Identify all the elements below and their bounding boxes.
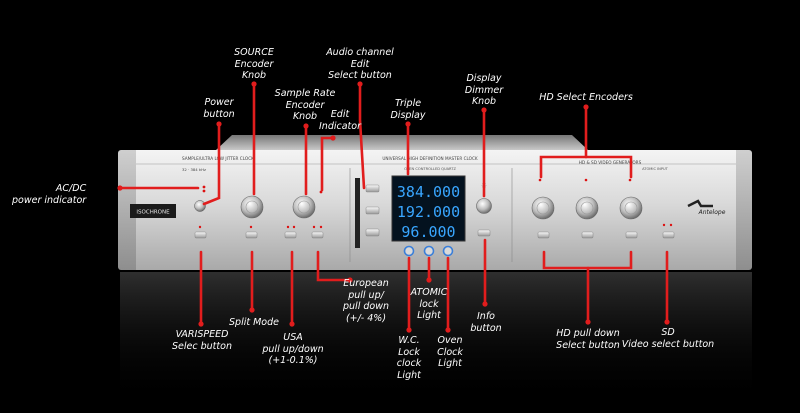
label-european-pull: European pull up/ pull down (+/- 4%) xyxy=(343,278,389,324)
triple-display xyxy=(391,175,466,242)
ac-indicator-led xyxy=(202,185,206,189)
display-row-3: 96.000 xyxy=(401,223,455,241)
usa-pull-button[interactable] xyxy=(284,231,297,239)
display-row-2: 192.000 xyxy=(397,203,460,221)
audio-channel-edit-button-2[interactable] xyxy=(365,206,380,215)
label-split-mode: Split Mode xyxy=(229,317,279,328)
chassis-top xyxy=(216,135,588,150)
edit-indicator-led xyxy=(319,190,323,194)
label-edit-indicator: Edit Indicator xyxy=(319,109,361,132)
sd-video-select-button[interactable] xyxy=(662,231,675,239)
varispeed-button[interactable] xyxy=(194,231,207,239)
rack-ear-left xyxy=(118,150,140,270)
audio-channel-edit-button-3[interactable] xyxy=(365,228,380,237)
center-subtitle: OVEN CONTROLLED QUARTZ xyxy=(404,167,456,171)
label-atomic-lock-light: ATOMIC lock Light xyxy=(410,287,448,321)
label-power-button: Power button xyxy=(203,97,235,120)
hd-pull-down-button-3[interactable] xyxy=(625,231,638,239)
label-triple-display: Triple Display xyxy=(390,98,426,121)
leader-hd-pull xyxy=(542,250,633,270)
label-hd-select-encoders: HD Select Encoders xyxy=(539,92,633,103)
right-section-title: HD & SD VIDEO GENERATORS xyxy=(579,160,642,165)
right-section-subtitle: ATOMIC INPUT xyxy=(642,167,669,171)
power-button[interactable] xyxy=(194,200,206,212)
label-usa-pull: USA pull up/down (+1-0.1%) xyxy=(262,332,324,366)
label-acdc-power-indicator: AC/DC power indicator xyxy=(12,183,87,206)
label-sd-video-select: SD Video select button xyxy=(621,327,715,350)
label-info-button: Info button xyxy=(470,311,502,334)
leader-edit-indicator xyxy=(320,136,335,192)
leader-audio-channel xyxy=(358,82,366,190)
european-pull-button[interactable] xyxy=(311,231,324,239)
split-mode-button[interactable] xyxy=(245,231,258,239)
sample-rate-encoder-knob[interactable] xyxy=(292,195,316,219)
leader-european xyxy=(316,250,352,282)
display-bezel-left xyxy=(355,178,360,248)
label-display-dimmer-knob: Display Dimmer Knob xyxy=(464,73,504,107)
brand-badge xyxy=(130,204,176,218)
label-audio-channel-edit-select: Audio channel Edit Select button xyxy=(326,47,394,81)
wc-lock-light xyxy=(403,245,415,257)
dc-indicator-led xyxy=(202,189,206,193)
hd-select-encoder-1[interactable] xyxy=(531,196,555,220)
antelope-logo: Antelope xyxy=(698,209,726,216)
audio-channel-edit-button-1[interactable] xyxy=(365,184,380,193)
source-encoder-knob[interactable] xyxy=(240,195,264,219)
label-source-encoder-knob: SOURCE Encoder Knob xyxy=(234,47,274,81)
label-varispeed-select-button: VARISPEED Selec button xyxy=(172,329,232,352)
atomic-lock-light xyxy=(423,245,435,257)
info-button[interactable] xyxy=(477,229,491,237)
hd-select-encoder-2[interactable] xyxy=(575,196,599,220)
hd-select-encoder-3[interactable] xyxy=(619,196,643,220)
panel-reflection xyxy=(120,272,752,402)
label-oven-clock-light: Oven Clock Light xyxy=(437,335,463,369)
center-title: UNIVERSAL HIGH DEFINITION MASTER CLOCK xyxy=(382,156,478,161)
left-freq-text: 32 · 384 kHz xyxy=(182,167,206,172)
brand-badge-text: ISOCHRONE xyxy=(136,210,170,216)
hd-pull-down-button-2[interactable] xyxy=(581,231,594,239)
label-sample-rate-encoder-knob: Sample Rate Encoder Knob xyxy=(274,88,336,122)
hd-pull-down-button-1[interactable] xyxy=(537,231,550,239)
label-wc-lock-clock-light: W.C. Lock clock Light xyxy=(396,335,422,381)
label-hd-pull-down-select: HD pull down Select button xyxy=(556,328,620,351)
leader-hd-select xyxy=(539,155,633,179)
display-dimmer-knob[interactable] xyxy=(476,198,492,214)
leader-power xyxy=(202,122,221,206)
oven-clock-light xyxy=(442,245,454,257)
display-row-1: 384.000 xyxy=(397,183,460,201)
